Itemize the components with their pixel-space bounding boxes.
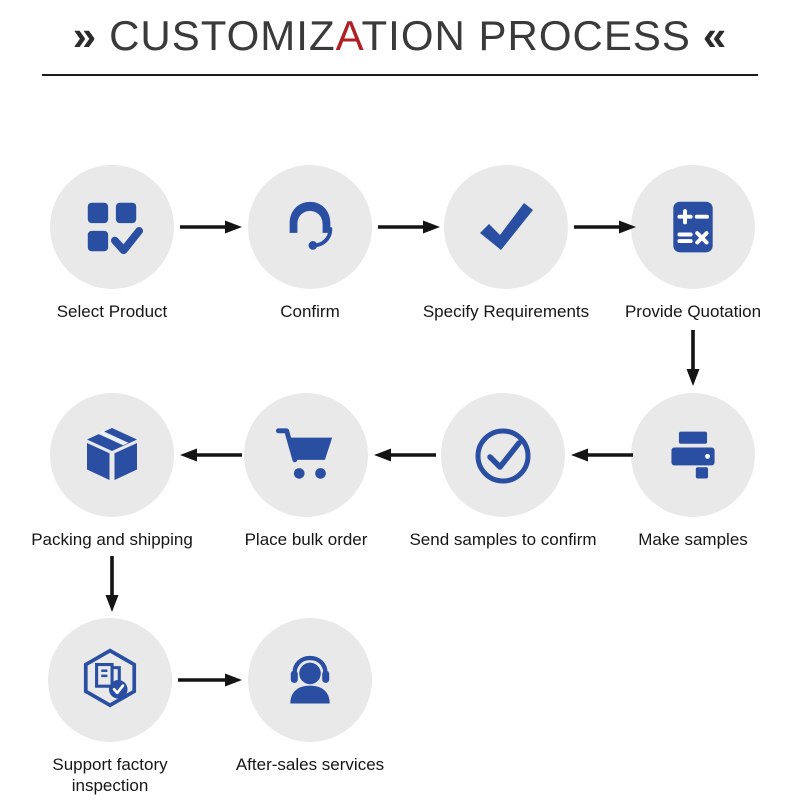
step-after-sales-services: After-sales services (210, 618, 410, 775)
title-text-pre: CUSTOMIZ (109, 12, 336, 59)
step-label: Specify Requirements (422, 302, 590, 321)
step-label: Place bulk order (244, 530, 368, 549)
arrow-right-icon (574, 219, 636, 235)
step-circle (631, 165, 755, 289)
step-confirm: Confirm (210, 165, 410, 322)
step-circle (248, 618, 372, 742)
step-label: Make samples (638, 530, 748, 549)
step-circle (441, 393, 565, 517)
arrow-right-icon (378, 219, 440, 235)
step-provide-quotation: Provide Quotation (593, 165, 793, 322)
arrow-right-icon (178, 672, 242, 688)
package-box-icon (87, 428, 137, 480)
title-underline (42, 74, 758, 76)
circle-check-icon (475, 428, 531, 484)
step-place-bulk-order: Place bulk order (206, 393, 406, 550)
checkmark-icon (480, 203, 533, 250)
title-accent-letter: A (335, 12, 362, 59)
product-grid-check-icon (87, 202, 143, 255)
right-chevron-icon: « (702, 12, 728, 59)
step-label: Provide Quotation (624, 302, 762, 321)
step-label: Support factory inspection (52, 755, 168, 796)
step-send-samples-to-confirm: Send samples to confirm (403, 393, 603, 550)
headset-support-icon (290, 655, 330, 704)
arrow-left-icon (571, 447, 633, 463)
step-label: Send samples to confirm (409, 530, 597, 549)
page-title: »CUSTOMIZATION PROCESS« (0, 12, 800, 60)
inspection-shield-icon (83, 648, 137, 708)
customer-service-icon (289, 201, 333, 250)
step-packing-and-shipping: Packing and shipping (12, 393, 212, 550)
title-text-post: TION PROCESS (361, 12, 691, 59)
arrow-right-icon (180, 219, 242, 235)
step-circle (248, 165, 372, 289)
arrow-left-icon (374, 447, 436, 463)
step-support-factory-inspection: Support factory inspection (10, 618, 210, 797)
arrow-down-icon (104, 556, 120, 612)
arrow-down-icon (685, 330, 701, 386)
arrow-left-icon (180, 447, 242, 463)
step-specify-requirements: Specify Requirements (406, 165, 606, 322)
step-make-samples: Make samples (593, 393, 793, 550)
step-circle (444, 165, 568, 289)
step-label: After-sales services (235, 755, 385, 774)
step-circle (48, 618, 172, 742)
left-chevron-icon: » (72, 12, 98, 59)
step-label: Confirm (280, 302, 340, 321)
step-label: Select Product (56, 302, 168, 321)
calculator-icon (673, 201, 713, 253)
step-select-product: Select Product (12, 165, 212, 322)
printer-icon (671, 431, 715, 479)
step-circle (50, 165, 174, 289)
step-circle (50, 393, 174, 517)
step-label: Packing and shipping (31, 530, 193, 549)
shopping-cart-icon (275, 428, 333, 479)
step-circle (631, 393, 755, 517)
step-circle (244, 393, 368, 517)
